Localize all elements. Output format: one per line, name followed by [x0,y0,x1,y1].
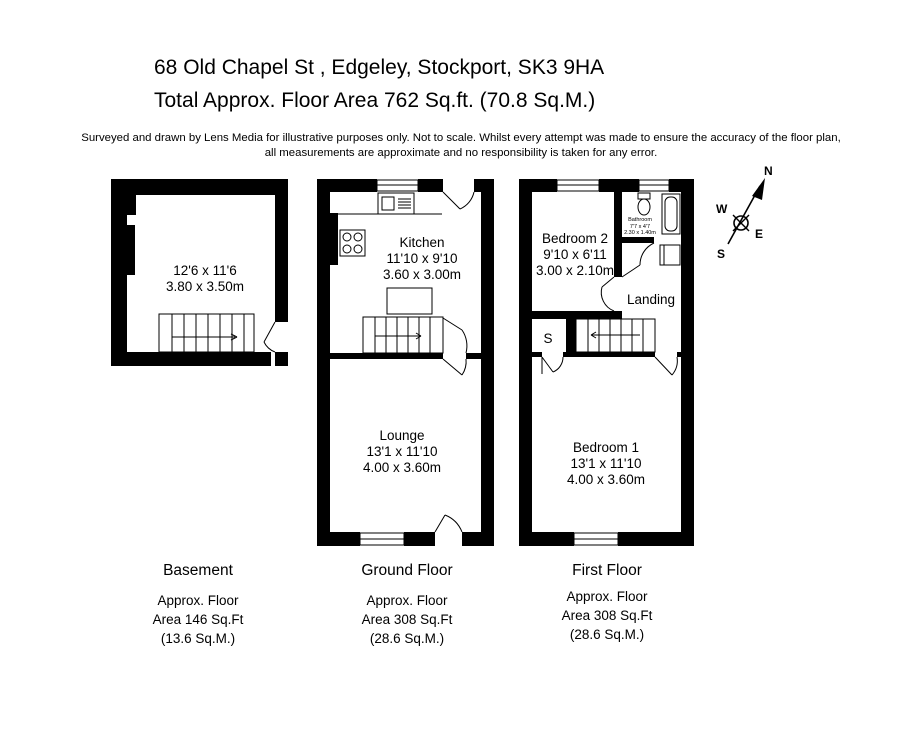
kitchen-metric: 3.60 x 3.00m [382,267,462,282]
store-label: S [543,331,553,346]
ground-floor-area-line-2: Area 308 Sq.Ft [361,612,453,627]
basement-area-line-2: Area 146 Sq.Ft [152,612,244,627]
basement-area-line-1: Approx. Floor [157,593,239,608]
bathroom-metric: 2.30 x 1.40m [624,230,656,236]
basement-room-label: 12'6 x 11'6 3.80 x 3.50m [140,263,270,295]
ground-floor-area: Approx. Floor Area 308 Sq.Ft (28.6 Sq.M.… [337,591,477,648]
bathroom-imperial: 7'7 x 4'7 [629,223,651,230]
compass-south: S [717,247,726,261]
bedroom1-metric: 4.00 x 3.60m [566,472,646,487]
ground-floor-area-line-3: (28.6 Sq.M.) [369,631,445,646]
bathroom-name: Bathroom [628,217,652,223]
basement-title: Basement [163,562,233,579]
bedroom1-imperial: 13'1 x 11'10 [570,456,642,471]
kitchen-hob [339,229,366,257]
basement-stairs [158,313,255,353]
basement-area-line-3: (13.6 Sq.M.) [160,631,236,646]
lounge-name: Lounge [379,428,425,443]
first-floor-area-line-3: (28.6 Sq.M.) [569,627,645,642]
lounge-metric: 4.00 x 3.60m [362,460,442,475]
stair-door [442,317,468,354]
bedroom2-name: Bedroom 2 [541,231,609,246]
basement-room-imperial: 12'6 x 11'6 [173,263,237,278]
first-floor-title: First Floor [572,562,642,579]
first-floor-walls [519,179,694,546]
basement-door [263,321,276,353]
walls [111,179,694,546]
lounge-label: Lounge 13'1 x 11'10 4.00 x 3.60m [337,428,467,476]
ground-stairs [362,287,444,354]
landing-label: Landing [626,292,676,307]
first-stairs [575,318,656,353]
bathroom-fixtures [637,192,681,266]
kitchen-imperial: 11'10 x 9'10 [386,251,458,266]
basement-walls [111,179,288,366]
property-address: 68 Old Chapel St , Edgeley, Stockport, S… [154,56,605,79]
bedroom1-name: Bedroom 1 [572,440,640,455]
compass-icon [727,178,765,245]
ground-floor-walls [317,179,494,546]
total-floor-area: Total Approx. Floor Area 762 Sq.ft. (70.… [154,89,596,112]
basement-room-metric: 3.80 x 3.50m [165,279,245,294]
basement-area: Approx. Floor Area 146 Sq.Ft (13.6 Sq.M.… [133,591,263,648]
kitchen-door [442,191,475,210]
bathroom-door [621,242,655,278]
disclaimer-line-2: all measurements are approximate and no … [264,147,658,159]
bathroom-label: Bathroom 7'7 x 4'7 2.30 x 1.40m [622,217,658,237]
disclaimer: Surveyed and drawn by Lens Media for ill… [0,131,922,161]
compass-north: N [764,164,773,178]
ground-floor-area-line-1: Approx. Floor [366,593,448,608]
compass-west: W [716,202,728,216]
first-floor-area: Approx. Floor Area 308 Sq.Ft (28.6 Sq.M.… [537,587,677,644]
first-floor-area-line-2: Area 308 Sq.Ft [561,608,653,623]
kitchen-label: Kitchen 11'10 x 9'10 3.60 x 3.00m [357,235,487,283]
kitchen-sink [336,192,442,215]
bedroom1-door [654,356,678,376]
kitchen-name: Kitchen [399,235,445,250]
ground-windows [359,179,419,546]
lounge-imperial: 13'1 x 11'10 [366,444,438,459]
lounge-door [442,358,467,376]
first-floor-area-line-1: Approx. Floor [566,589,648,604]
bedroom2-label: Bedroom 2 9'10 x 6'11 3.00 x 2.10m [530,231,620,279]
bedroom2-door [600,276,615,312]
compass-east: E [755,227,764,241]
fixtures [158,179,681,546]
bedroom2-metric: 3.00 x 2.10m [535,263,615,278]
disclaimer-line-1: Surveyed and drawn by Lens Media for ill… [81,132,841,144]
bedroom1-label: Bedroom 1 13'1 x 11'10 4.00 x 3.60m [541,440,671,488]
ground-floor-title: Ground Floor [361,562,453,579]
front-door [434,514,463,533]
bedroom2-imperial: 9'10 x 6'11 [543,247,607,262]
store-door [541,356,564,374]
first-windows [556,179,670,546]
